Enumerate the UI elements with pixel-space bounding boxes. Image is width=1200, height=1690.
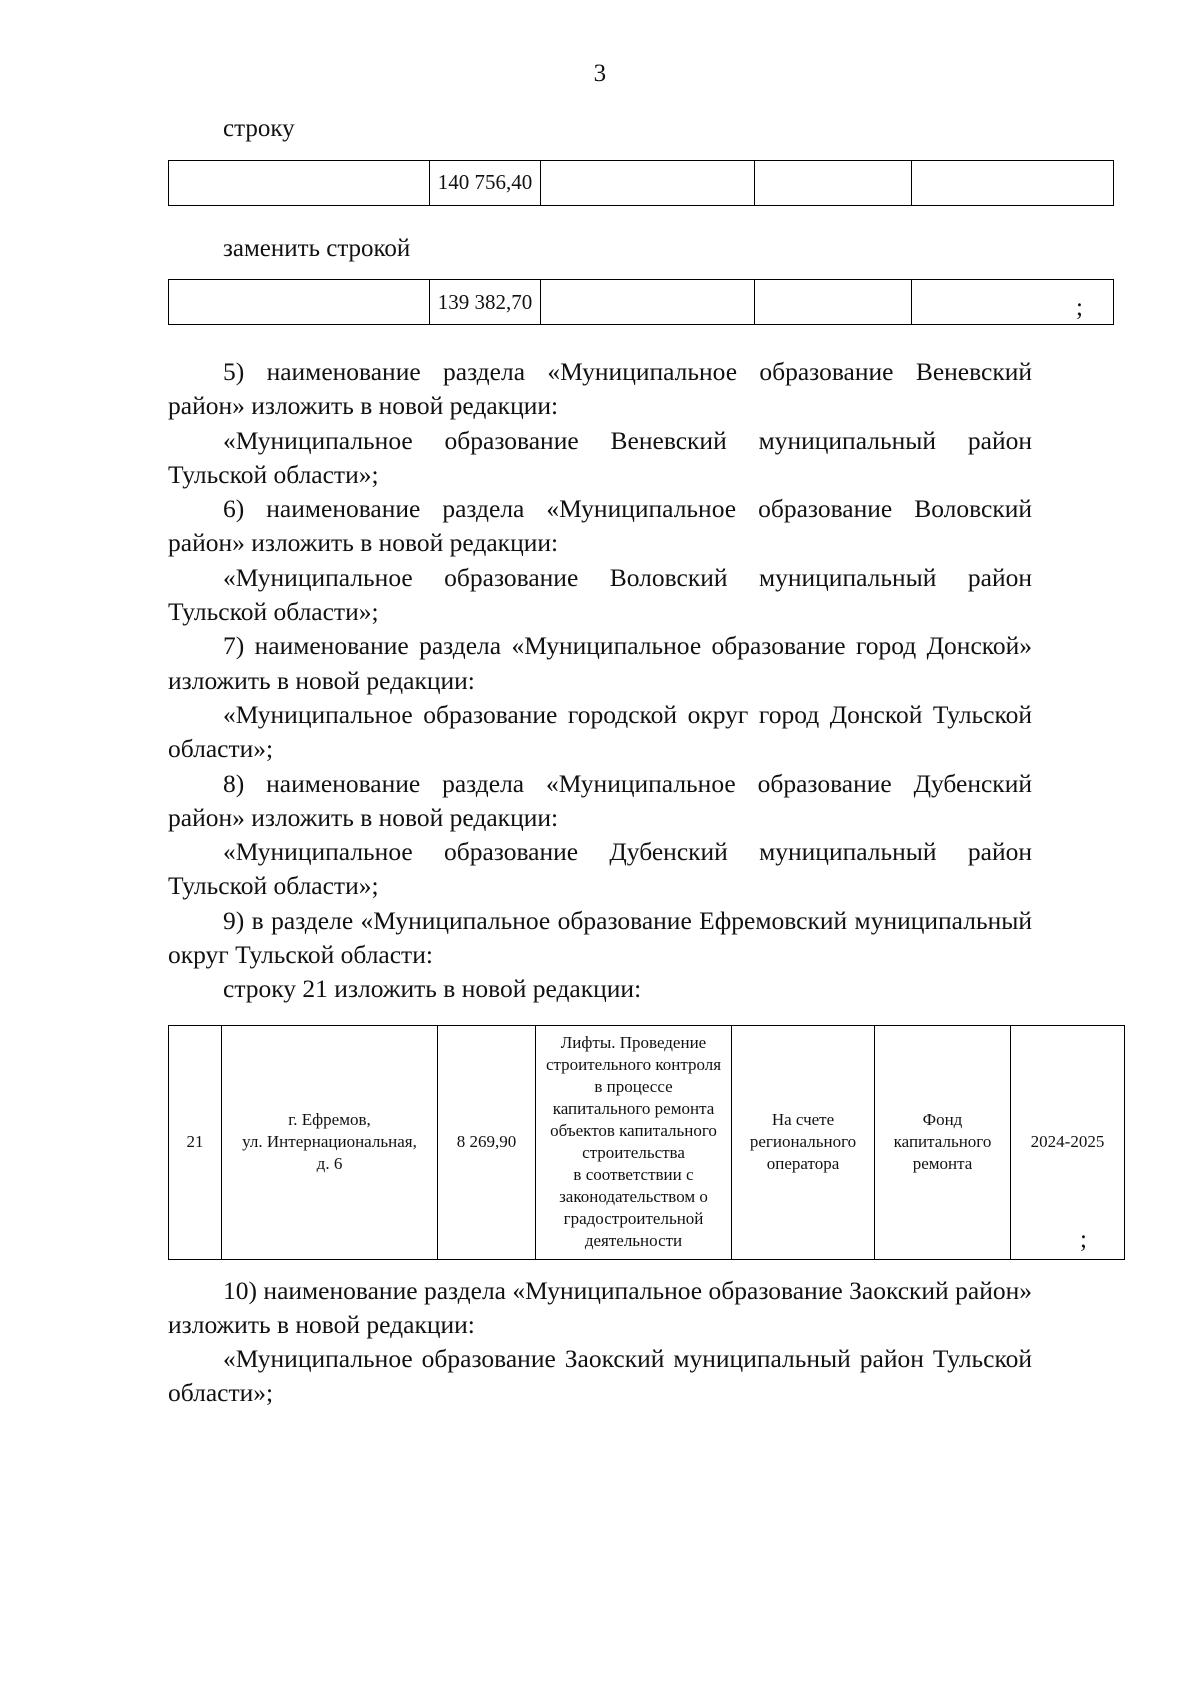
desc-line-4: капитального ремонта [552, 1098, 715, 1118]
fund-line-2: капитального [893, 1132, 992, 1152]
account-line-1: На счете [771, 1109, 835, 1129]
address-line-2: ул. Интернациональная, [242, 1132, 417, 1152]
paragraph-item-5-quote: «Муниципальное образование Веневский мун… [168, 425, 1032, 489]
cell-account-type: На счете регионального оператора [731, 1024, 875, 1260]
cell-empty-1 [168, 159, 430, 206]
document-content: строку 140 756,40 заменить строкой 139 3 [168, 112, 1125, 1411]
paragraph-item-6: 6) наименование раздела «Муниципальное о… [168, 494, 1032, 558]
row21-table-wrapper: 21 г. Ефремов, ул. Интернациональная, д.… [168, 1024, 1125, 1260]
account-line-3: оператора [766, 1154, 840, 1174]
label-zamenit-strokoy: заменить строкой [223, 234, 411, 262]
cell-empty-2 [540, 279, 755, 325]
table-row: 140 756,40 [168, 159, 1114, 206]
paragraph-group-after: 10) наименование раздела «Муниципальное … [168, 1274, 1032, 1411]
desc-line-1: Лифты. Проведение [560, 1032, 707, 1052]
paragraph-item-5: 5) наименование раздела «Муниципальное о… [168, 357, 1032, 421]
address-line-1: г. Ефремов, [288, 1109, 371, 1129]
cell-years: 2024-2025 [1010, 1024, 1125, 1260]
after-amount-table: 139 382,70 [168, 279, 1114, 325]
cell-empty-4 [911, 279, 1114, 325]
paragraph-item-9: 9) в разделе «Муниципальное образование … [168, 905, 1032, 970]
account-line-2: регионального [749, 1132, 857, 1152]
cell-fund: Фонд капитального ремонта [874, 1024, 1011, 1260]
paragraph-item-7-quote: «Муниципальное образование городской окр… [168, 699, 1032, 764]
desc-line-6: строительства [582, 1143, 685, 1163]
desc-line-9: градостроительной [563, 1209, 704, 1229]
after-amount-table-wrapper: 139 382,70 ; [168, 279, 1114, 325]
table-row: 139 382,70 [168, 279, 1114, 325]
after-table-trailing-semicolon: ; [1076, 294, 1083, 321]
label-stroku: строку [223, 115, 295, 142]
paragraph-item-8-quote: «Муниципальное образование Дубенский мун… [168, 837, 1032, 901]
desc-line-7: в соответствии с [573, 1165, 694, 1185]
before-amount-table: 140 756,40 [168, 159, 1114, 206]
paragraph-item-7: 7) наименование раздела «Муниципальное о… [168, 631, 1032, 695]
cell-amount-after: 139 382,70 [429, 279, 541, 325]
paragraph-item-6-quote: «Муниципальное образование Воловский мун… [168, 562, 1032, 627]
before-amount-table-wrapper: 140 756,40 [168, 159, 1114, 206]
cell-work-description: Лифты. Проведение строительного контроля… [535, 1024, 732, 1260]
cell-empty-3 [754, 279, 912, 325]
paragraph-item-10-quote: «Муниципальное образование Заокский муни… [168, 1344, 1032, 1408]
page-number: 3 [593, 60, 607, 87]
row21-trailing-semicolon: ; [1080, 1225, 1087, 1253]
fund-line-3: ремонта [912, 1154, 973, 1174]
cell-address: г. Ефремов, ул. Интернациональная, д. 6 [221, 1024, 438, 1260]
cell-amount: 8 269,90 [437, 1024, 536, 1260]
address-line-3: д. 6 [316, 1154, 343, 1174]
cell-amount-before: 140 756,40 [429, 159, 541, 206]
desc-line-2: строительного контроля [545, 1054, 722, 1074]
cell-empty-2 [540, 159, 755, 206]
cell-empty-3 [754, 159, 912, 206]
paragraph-group-main: 5) наименование раздела «Муниципальное о… [168, 355, 1032, 1007]
desc-line-3: в процессе [594, 1076, 673, 1096]
paragraph-item-9-sub: строку 21 изложить в новой редакции: [223, 974, 642, 1004]
cell-empty-1 [168, 279, 430, 325]
desc-line-5: объектов капитального [550, 1121, 717, 1141]
paragraph-item-8: 8) наименование раздела «Муниципальное о… [168, 768, 1032, 832]
table-row: 21 г. Ефремов, ул. Интернациональная, д.… [168, 1024, 1125, 1260]
cell-row-number: 21 [168, 1024, 222, 1260]
row21-table: 21 г. Ефремов, ул. Интернациональная, д.… [168, 1024, 1125, 1260]
desc-line-10: деятельности [584, 1231, 683, 1251]
desc-line-8: законодательством о [559, 1187, 708, 1207]
cell-empty-4 [911, 159, 1114, 206]
paragraph-item-10: 10) наименование раздела «Муниципальное … [168, 1275, 1032, 1339]
fund-line-1: Фонд [922, 1109, 963, 1129]
